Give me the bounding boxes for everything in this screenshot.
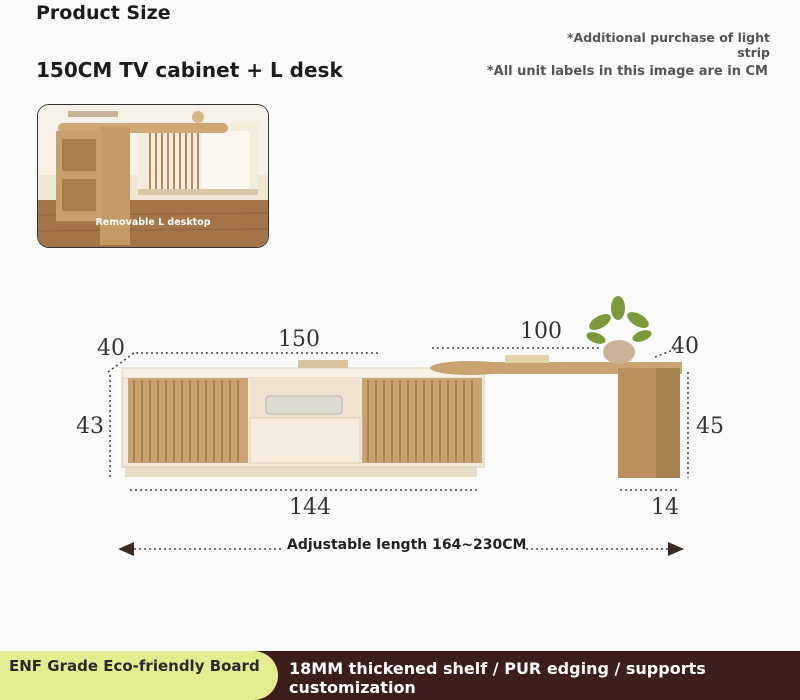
product-subtitle: 150CM TV cabinet + L desk <box>36 58 343 82</box>
vase-icon <box>603 340 635 364</box>
plant-icon <box>586 296 652 344</box>
units-note: *All unit labels in this image are in CM <box>486 64 768 79</box>
dim-depth-right: 40 <box>671 334 699 359</box>
dim-leg-width: 14 <box>651 495 679 520</box>
dim-base-length: 144 <box>289 495 331 520</box>
light-strip-note: *Additional purchase of light strip <box>566 30 770 60</box>
dim-desk-length: 100 <box>520 319 562 344</box>
page-title: Product Size <box>36 2 171 24</box>
adjustable-length-label: Adjustable length 164~230CM <box>287 537 527 553</box>
dimension-lines <box>107 347 689 550</box>
product-photo: Removable L desktop <box>37 104 269 248</box>
dim-depth-left: 40 <box>97 336 125 361</box>
arrow-left-icon <box>118 542 134 556</box>
dim-cabinet-height: 43 <box>76 414 104 439</box>
dim-cabinet-length: 150 <box>278 327 320 352</box>
photo-caption: Removable L desktop <box>95 217 211 228</box>
arrow-right-icon <box>668 542 684 556</box>
room-illustration <box>38 105 268 247</box>
dim-desk-height: 45 <box>696 414 724 439</box>
eco-board-text: ENF Grade Eco-friendly Board <box>9 657 260 675</box>
tv-cabinet <box>121 360 485 477</box>
books-icon <box>298 360 348 368</box>
book-stack-icon <box>505 355 549 363</box>
features-text: 18MM thickened shelf / PUR edging / supp… <box>289 659 706 697</box>
l-desk <box>430 296 682 478</box>
eco-board-badge <box>0 651 278 700</box>
